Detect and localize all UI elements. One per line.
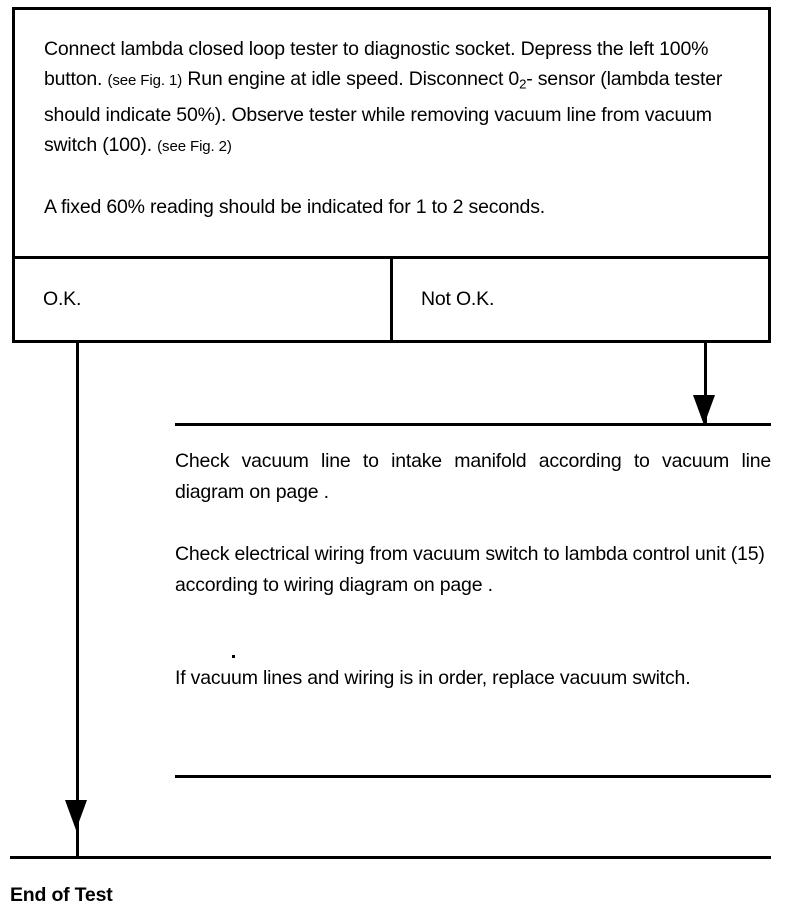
instruction-paragraph-2: A fixed 60% reading should be indicated … <box>44 195 545 218</box>
instruction-segment-2: Run engine at idle speed. Disconnect 0 <box>182 68 520 90</box>
instruction-box: Connect lambda closed loop tester to dia… <box>12 7 771 259</box>
end-of-test-label: End of Test <box>10 884 113 906</box>
ok-branch-connector-line <box>76 343 79 858</box>
advice-paragraph-1: Check vacuum line to intake manifold acc… <box>175 450 771 503</box>
instruction-segment-3: - sensor (lambda tester should indicate … <box>44 68 723 156</box>
advice-paragraph-2: Check electrical wiring from vacuum swit… <box>175 543 765 596</box>
advice-paragraph-3: If vacuum lines and wiring is in order, … <box>175 667 691 689</box>
ok-label: O.K. <box>43 288 82 310</box>
see-fig-1-note: (see Fig. 1) <box>107 72 183 89</box>
scan-artifact-speck <box>232 655 235 658</box>
not-ok-label: Not O.K. <box>421 288 495 310</box>
outcome-cell-ok[interactable]: O.K. <box>15 259 393 340</box>
outcome-row: O.K. Not O.K. <box>12 259 771 343</box>
footer-rule <box>10 856 771 859</box>
advice-panel-top-rule <box>175 423 771 426</box>
not-ok-branch-connector-line <box>704 343 707 425</box>
advice-panel: Check vacuum line to intake manifold acc… <box>175 446 771 694</box>
not-ok-branch-arrow-icon <box>693 395 715 425</box>
outcome-cell-not-ok[interactable]: Not O.K. <box>393 259 768 340</box>
advice-panel-bottom-rule <box>175 775 771 778</box>
instruction-text-block: Connect lambda closed loop tester to dia… <box>44 34 744 222</box>
ok-branch-arrow-icon <box>65 800 87 830</box>
instruction-segment-1: Connect lambda closed loop tester to dia… <box>44 38 709 90</box>
instruction-paragraph-1: Connect lambda closed loop tester to dia… <box>44 34 744 162</box>
see-fig-2-note: (see Fig. 2) <box>157 137 232 155</box>
oxygen-subscript: 2 <box>519 76 527 92</box>
